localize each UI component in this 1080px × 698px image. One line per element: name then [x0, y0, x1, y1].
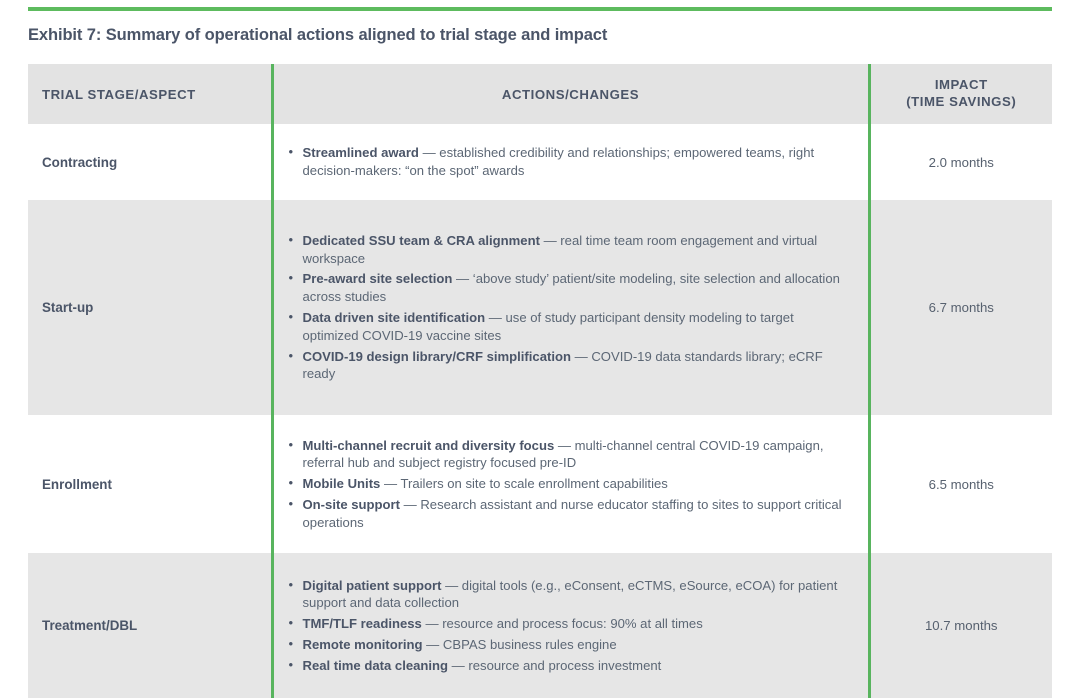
bullet-description: — ‘above study’ patient/site modeling, s… [302, 271, 840, 305]
column-header-impact-line1: IMPACT [934, 77, 988, 93]
bullet-description: — Trailers on site to scale enrollment c… [380, 476, 668, 492]
bullet-term: Mobile Units [302, 476, 381, 492]
bullet-term: Real time data cleaning [302, 657, 449, 673]
bullet-item: Dedicated SSU team & CRA alignment — rea… [288, 231, 852, 268]
table-header: TRIAL STAGE/ASPECT ACTIONS/CHANGES IMPAC… [28, 64, 1052, 124]
exhibit-page: Exhibit 7: Summary of operational action… [0, 0, 1080, 644]
bullet-description: — use of study participant density model… [302, 310, 794, 343]
bullet-item: Streamlined award — established credibil… [288, 143, 852, 180]
bullet-term: Remote monitoring [302, 636, 423, 652]
table-row: Contracting Streamlined award — establish… [28, 124, 1052, 200]
bullet-item: Pre-award site selection — ‘above study’… [288, 269, 852, 306]
table-header-row: TRIAL STAGE/ASPECT ACTIONS/CHANGES IMPAC… [28, 64, 1052, 124]
bullet-item: On-site support — Research assistant and… [288, 495, 852, 532]
table-row: Treatment/DBL Digital patient support — d… [28, 553, 1052, 698]
bullet-item: Mobile Units — Trailers on site to scale… [288, 474, 852, 493]
column-header-impact: IMPACT (TIME SAVINGS) [867, 64, 1052, 124]
bullet-description: — resource and process investment [448, 657, 662, 673]
top-green-rule [28, 7, 1052, 11]
cell-impact-time-savings: 2.0 months [867, 124, 1052, 200]
bullet-list: Digital patient support — digital tools … [288, 576, 852, 675]
bullet-list: Dedicated SSU team & CRA alignment — rea… [288, 231, 852, 384]
cell-impact-time-savings: 6.5 months [867, 415, 1052, 553]
bullet-item: Multi-channel recruit and diversity focu… [288, 436, 852, 473]
table-row: Enrollment Multi-channel recruit and dive… [28, 415, 1052, 553]
bullet-description: — digital tools (e.g., eConsent, eCTMS, … [302, 577, 838, 611]
cell-trial-stage: Treatment/DBL [42, 618, 138, 633]
bullet-item: Remote monitoring — CBPAS business rules… [288, 635, 852, 654]
bullet-description: — multi-channel central COVID-19 campaig… [302, 437, 824, 471]
bullet-item: TMF/TLF readiness — resource and process… [288, 614, 852, 633]
bullet-term: Multi-channel recruit and diversity focu… [302, 437, 555, 453]
column-header-impact-line2: (TIME SAVINGS) [906, 94, 1017, 109]
cell-trial-stage: Enrollment [42, 476, 112, 492]
bullet-item: Real time data cleaning — resource and p… [288, 656, 852, 675]
bullet-list: Streamlined award — established credibil… [288, 143, 852, 180]
bullet-term: Data driven site identification [302, 310, 486, 325]
bullet-term: Pre-award site selection [302, 271, 453, 287]
bullet-term: Streamlined award [302, 145, 419, 161]
cell-impact-time-savings: 10.7 months [867, 553, 1052, 698]
bullet-description: — real time team room engagement and vir… [302, 232, 818, 266]
column-header-trial-stage: TRIAL STAGE/ASPECT [42, 86, 196, 102]
bullet-term: Dedicated SSU team & CRA alignment [302, 232, 540, 248]
bullet-term: TMF/TLF readiness [302, 616, 422, 632]
bullet-description: — Research assistant and nurse educator … [302, 496, 842, 530]
bullet-item: Data driven site identification — use of… [288, 308, 852, 345]
cell-impact-time-savings: 6.7 months [867, 200, 1052, 415]
cell-actions: Multi-channel recruit and diversity focu… [270, 415, 869, 553]
bullet-description: — COVID-19 data standards library; eCRF … [302, 348, 823, 382]
bullet-description: — CBPAS business rules engine [422, 636, 617, 652]
column-header-actions: ACTIONS/CHANGES [270, 64, 869, 124]
bullet-list: Multi-channel recruit and diversity focu… [288, 436, 852, 532]
table-body: Contracting Streamlined award — establish… [28, 124, 1052, 698]
bullet-term: On-site support [302, 496, 400, 512]
cell-trial-stage: Contracting [42, 154, 118, 170]
bullet-item: COVID-19 design library/CRF simplificati… [288, 347, 852, 384]
bullet-description: — established credibility and relationsh… [302, 145, 815, 178]
bullet-description: — resource and process focus: 90% at all… [421, 616, 703, 632]
cell-actions: Streamlined award — established credibil… [270, 124, 869, 200]
page-title: Exhibit 7: Summary of operational action… [28, 26, 608, 44]
bullet-item: Digital patient support — digital tools … [288, 576, 852, 613]
operational-actions-table: TRIAL STAGE/ASPECT ACTIONS/CHANGES IMPAC… [28, 64, 1052, 698]
bullet-term: Digital patient support [302, 577, 442, 593]
cell-actions: Digital patient support — digital tools … [270, 553, 869, 698]
table-row: Start-up Dedicated SSU team & CRA alignme… [28, 200, 1052, 415]
cell-actions: Dedicated SSU team & CRA alignment — rea… [270, 200, 869, 415]
cell-trial-stage: Start-up [42, 300, 94, 315]
bullet-term: COVID-19 design library/CRF simplificati… [302, 348, 571, 364]
